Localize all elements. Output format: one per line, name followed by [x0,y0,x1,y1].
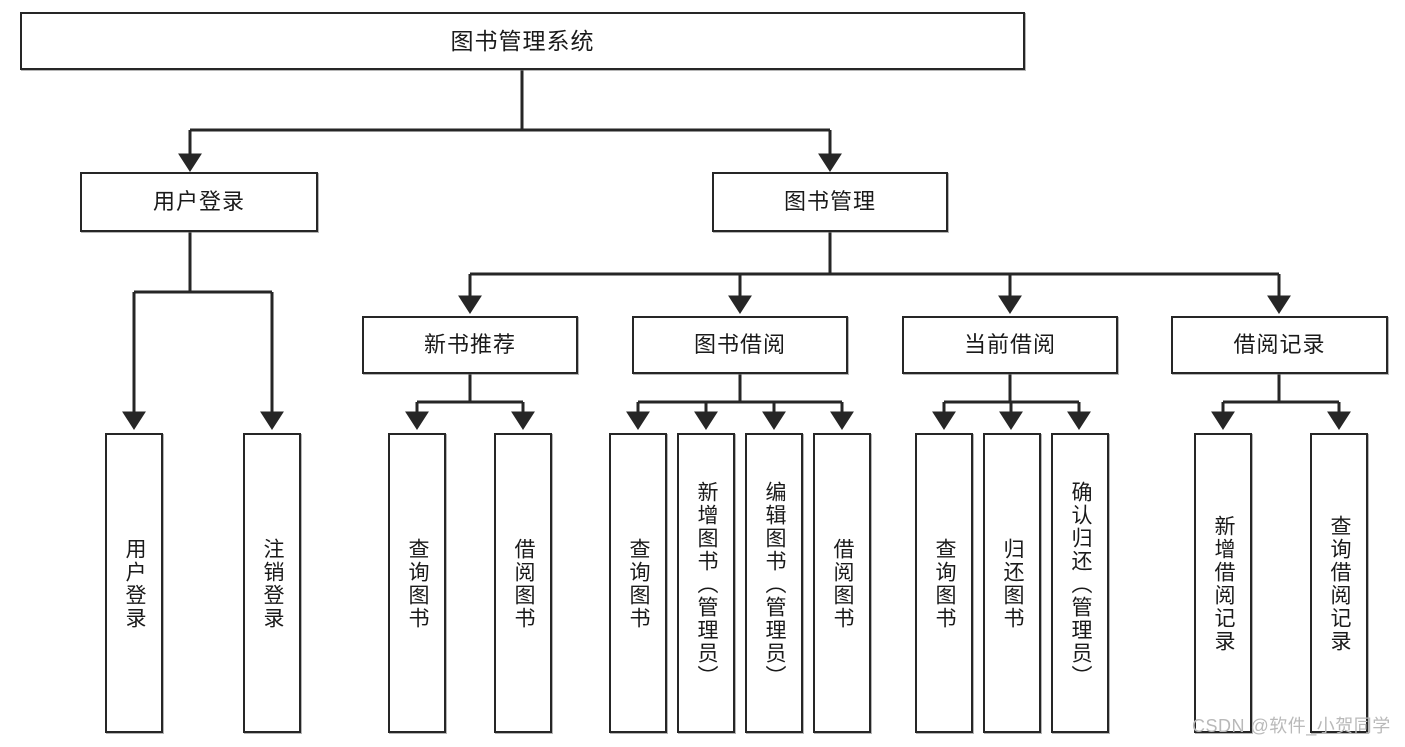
node-leaf-edit-book-label: 编辑图书（管理员） [763,480,787,688]
node-current-borrow-label: 当前借阅 [963,332,1056,358]
node-leaf-query-book-3-label: 查询图书 [933,538,957,630]
node-leaf-borrow-book-1-label: 借阅图书 [512,538,536,630]
node-leaf-query-record-label: 查询借阅记录 [1328,515,1352,653]
node-leaf-add-book-label: 新增图书（管理员） [695,480,719,688]
node-leaf-query-book-1[interactable]: 查询图书 [388,433,446,733]
node-leaf-user-login-label: 用户登录 [123,538,147,630]
node-borrow-record-label: 借阅记录 [1233,332,1326,358]
node-leaf-query-record[interactable]: 查询借阅记录 [1310,433,1368,733]
node-leaf-borrow-book-2-label: 借阅图书 [831,538,855,630]
node-book-borrow[interactable]: 图书借阅 [632,316,848,374]
node-leaf-query-book-2-label: 查询图书 [627,538,651,630]
node-user-login-label: 用户登录 [152,189,245,215]
node-leaf-query-book-3[interactable]: 查询图书 [915,433,973,733]
node-new-book-recommend[interactable]: 新书推荐 [362,316,578,374]
node-borrow-record[interactable]: 借阅记录 [1171,316,1388,374]
node-leaf-borrow-book-2[interactable]: 借阅图书 [813,433,871,733]
node-leaf-logout-label: 注销登录 [261,538,285,630]
node-leaf-query-book-2[interactable]: 查询图书 [609,433,667,733]
node-book-management-label: 图书管理 [783,189,876,215]
node-leaf-borrow-book-1[interactable]: 借阅图书 [494,433,552,733]
node-leaf-confirm-return-label: 确认归还（管理员） [1069,480,1093,688]
node-leaf-return-book[interactable]: 归还图书 [983,433,1041,733]
node-leaf-edit-book[interactable]: 编辑图书（管理员） [745,433,803,733]
csdn-watermark: CSDN @软件_小贺同学 [1192,716,1391,736]
node-leaf-logout[interactable]: 注销登录 [243,433,301,733]
node-new-book-recommend-label: 新书推荐 [423,332,516,358]
node-leaf-return-book-label: 归还图书 [1001,538,1025,630]
node-leaf-add-record[interactable]: 新增借阅记录 [1194,433,1252,733]
node-leaf-query-book-1-label: 查询图书 [406,538,430,630]
node-leaf-add-book[interactable]: 新增图书（管理员） [677,433,735,733]
node-leaf-user-login[interactable]: 用户登录 [105,433,163,733]
node-user-login[interactable]: 用户登录 [80,172,318,232]
node-book-borrow-label: 图书借阅 [693,332,786,358]
node-leaf-confirm-return[interactable]: 确认归还（管理员） [1051,433,1109,733]
node-book-management[interactable]: 图书管理 [712,172,948,232]
node-root-label: 图书管理系统 [450,27,595,54]
node-current-borrow[interactable]: 当前借阅 [902,316,1118,374]
node-root[interactable]: 图书管理系统 [20,12,1025,70]
node-leaf-add-record-label: 新增借阅记录 [1212,515,1236,653]
